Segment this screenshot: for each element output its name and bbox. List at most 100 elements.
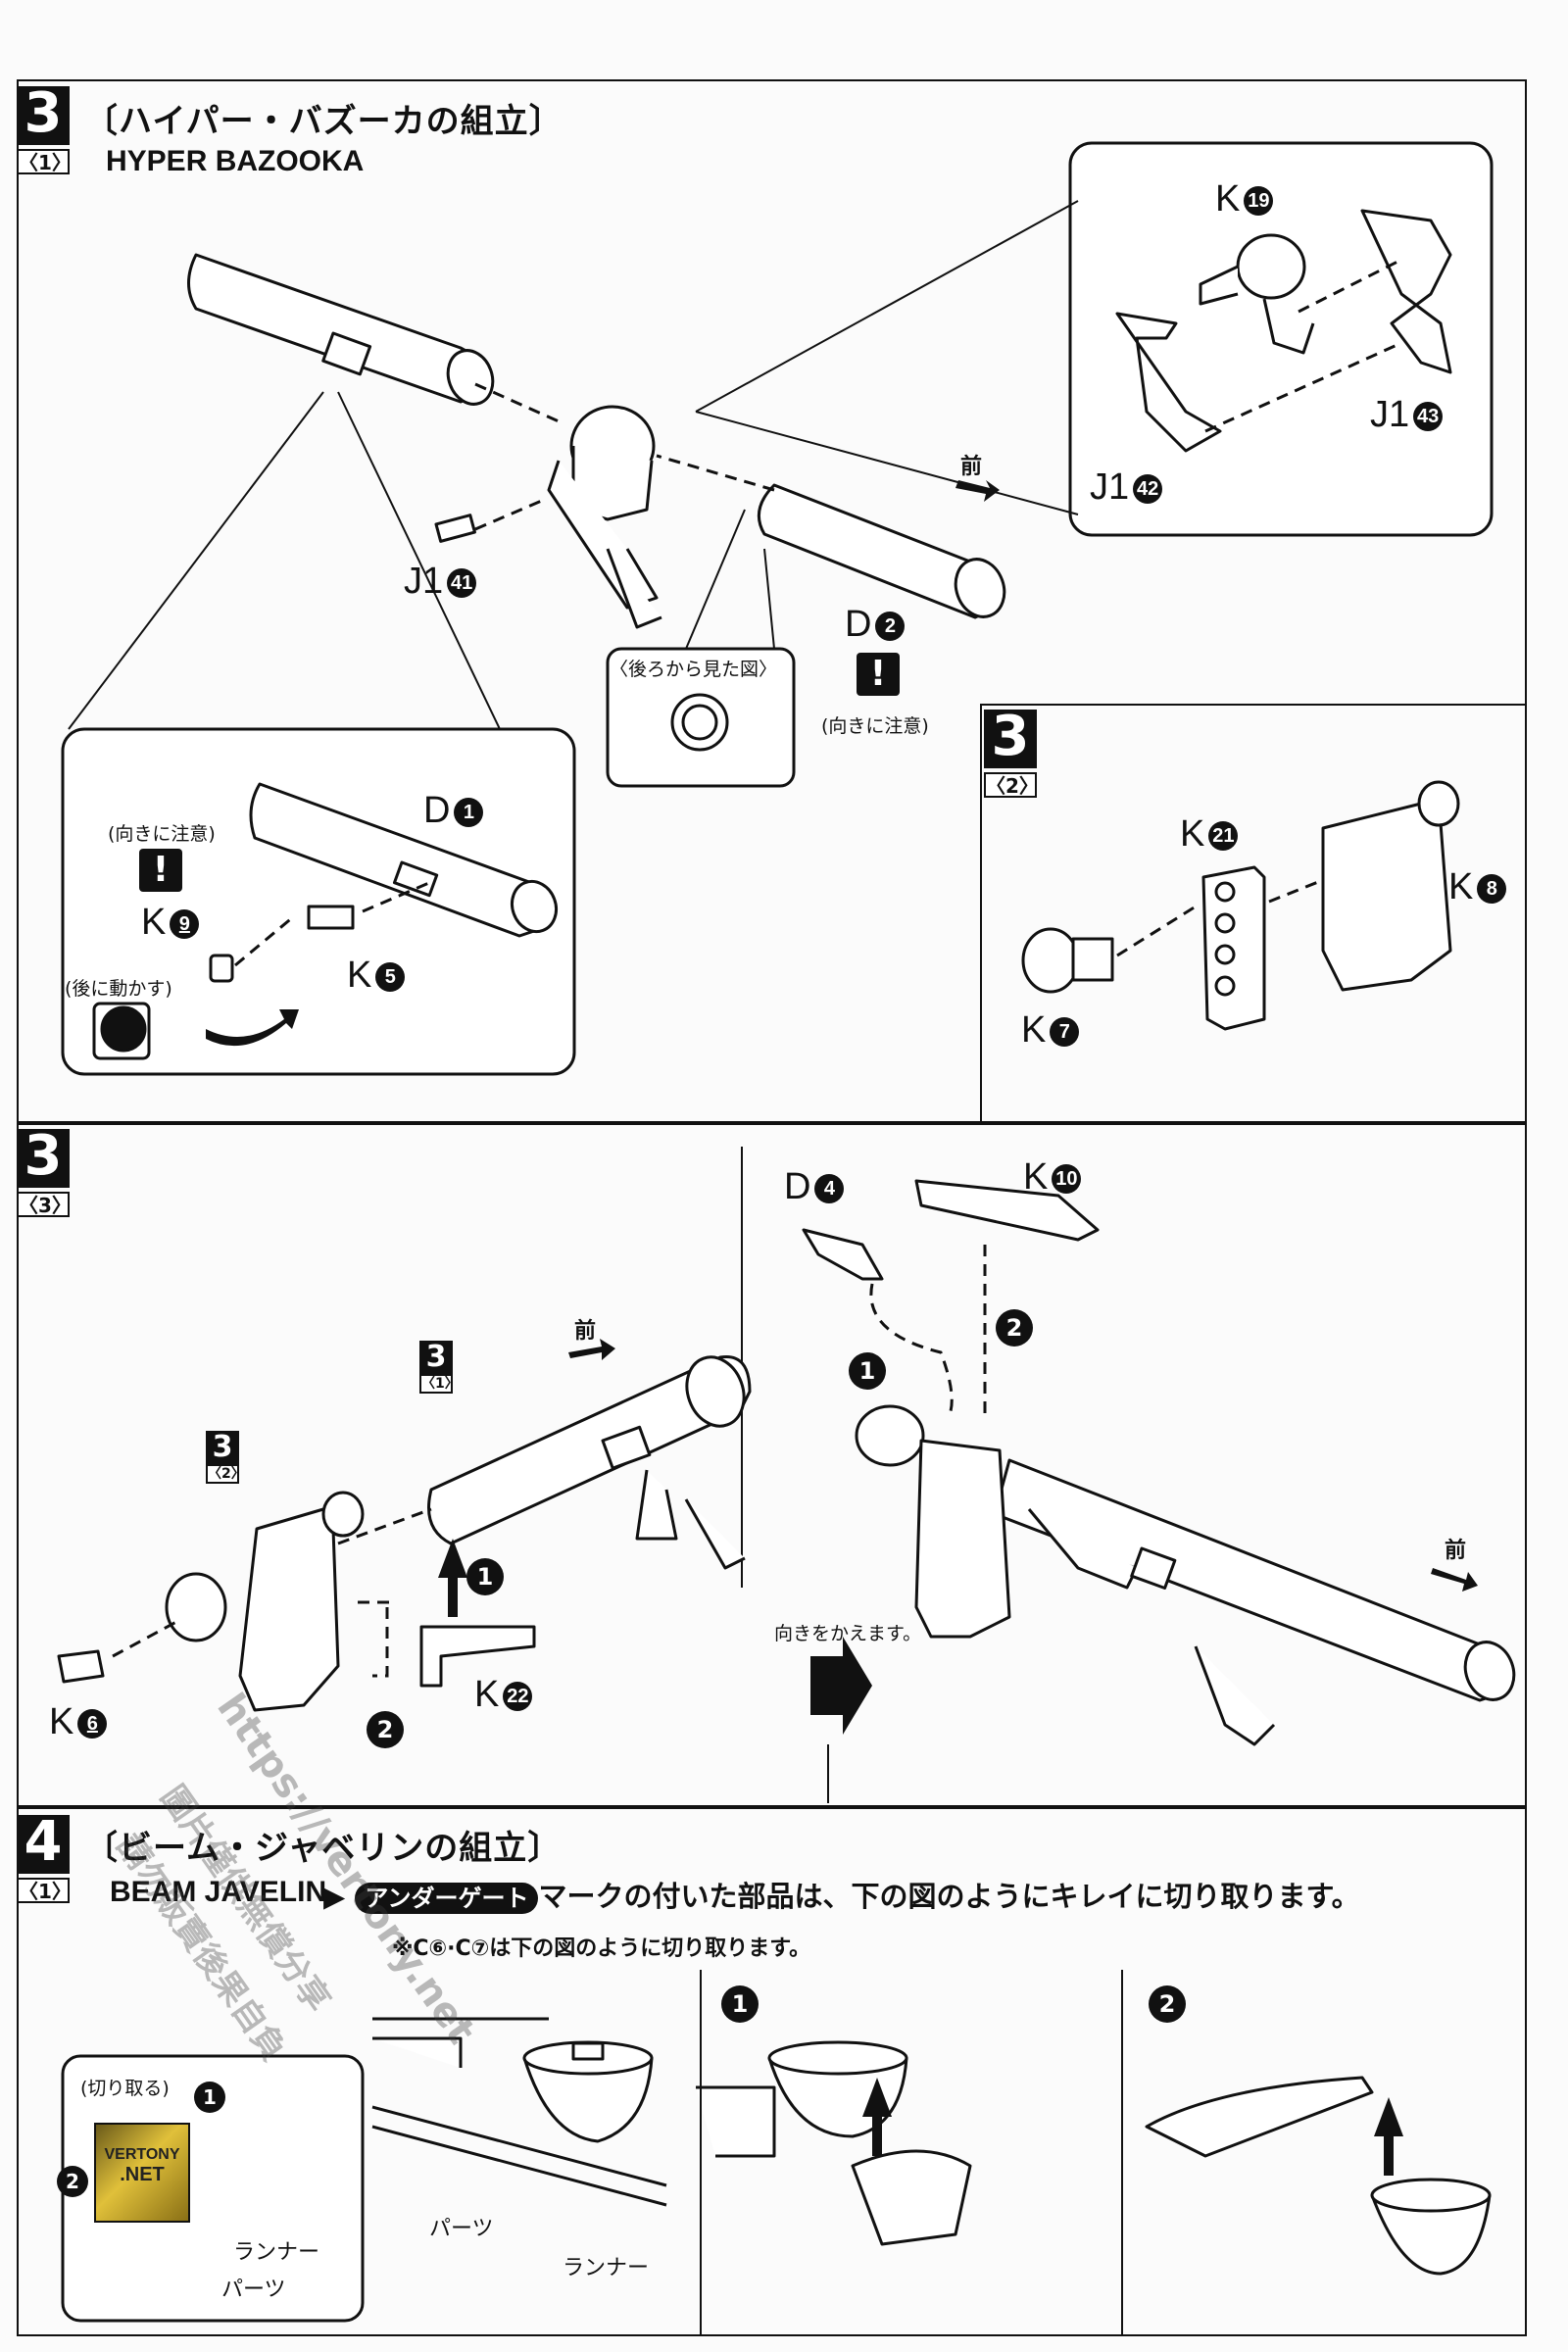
step-title-jp-4: 〔ビーム・ジャベリンの組立〕 [84, 1829, 563, 1868]
order-2-left: 2 [367, 1711, 404, 1748]
front-label-3-3a: 前 [574, 1319, 597, 1344]
part-number-badge: 5 [375, 961, 406, 992]
move-back-note: (後に動かす) [65, 978, 172, 1000]
ref-sub: 〈1〉 [419, 1374, 459, 1394]
instruction-body: マークの付いた部品は、下の図のようにキレイに切り取ります。 [538, 1880, 1360, 1913]
step-title-en-4: BEAM JAVELIN [110, 1876, 327, 1908]
step-number-3: 3 [17, 86, 70, 145]
part-letter: K [474, 1674, 500, 1715]
substep-label: 〈1〉 [17, 149, 72, 174]
ref-sub: 〈2〉 [206, 1464, 245, 1484]
order-2-right: 2 [996, 1309, 1033, 1347]
front-label: 前 [960, 455, 983, 479]
part-letter: J1 [1090, 466, 1130, 508]
part-number-badge: 1 [454, 797, 484, 827]
substep-label-3-2: 〈2〉 [984, 772, 1039, 798]
substep-label-3-3: 〈3〉 [17, 1192, 72, 1217]
part-letter: K [1180, 813, 1205, 855]
warning-icon-k9: ! [139, 849, 182, 892]
parts-label-a: パーツ [221, 2278, 286, 2302]
under-gate-tag: アンダーゲート [355, 1883, 539, 1914]
cut-label: (切り取る) [80, 2078, 170, 2099]
sub-instruction: ※C⑥·C⑦は下の図のように切り取ります。 [392, 1936, 811, 1961]
part-letter: K [49, 1701, 74, 1742]
runner-label-b: ランナー [563, 2256, 650, 2280]
step-title-en: HYPER BAZOOKA [106, 145, 365, 177]
part-letter: K [1215, 178, 1241, 220]
runner-label-a: ランナー [233, 2240, 320, 2265]
part-letter: D [845, 604, 872, 645]
part-number-badge: 19 [1244, 185, 1274, 216]
instruction-text: ▶ アンダーゲートマークの付いた部品は、下の図のようにキレイに切り取ります。 [323, 1874, 1360, 1915]
part-number-badge: 10 [1052, 1163, 1082, 1194]
step-title-jp: 〔ハイパー・バズーカの組立〕 [84, 102, 564, 141]
section-frame-3-2 [980, 704, 1527, 1123]
part-letter: D [784, 1166, 811, 1207]
logo-line2: .NET [120, 2164, 165, 2185]
part-letter: D [423, 790, 451, 831]
section-frame-3-1 [17, 79, 1527, 1123]
warning-icon: ! [857, 653, 900, 696]
part-number-badge: 6 [77, 1708, 108, 1739]
orientation-note-k9: (向きに注意) [108, 823, 216, 845]
vertony-logo: VERTONY .NET [94, 2123, 190, 2223]
order-1-right: 1 [849, 1352, 886, 1390]
parts-label-b: パーツ [429, 2217, 494, 2241]
cut-step-2: 2 [1149, 1985, 1186, 2023]
part-number-badge: 7 [1050, 1016, 1080, 1047]
front-label-3-3b: 前 [1445, 1539, 1467, 1563]
instruction-prefix: ▶ [323, 1880, 346, 1913]
section-frame-3-3 [17, 1123, 1527, 1807]
step-number-3-3: 3 [17, 1129, 70, 1188]
part-number-badge: 43 [1413, 401, 1444, 431]
part-letter: J1 [1370, 394, 1410, 435]
ref-number: 3 [206, 1431, 239, 1464]
part-number-badge: 22 [503, 1681, 533, 1711]
part-letter: K [1448, 866, 1474, 907]
order-1-left: 1 [466, 1558, 504, 1595]
part-letter: K [1021, 1009, 1047, 1051]
orientation-note: (向きに注意) [821, 715, 929, 737]
reference-3-2: 3 〈2〉 [206, 1431, 245, 1484]
cut-step-2-small: 2 [57, 2166, 88, 2197]
part-letter: J1 [404, 561, 444, 602]
part-number-badge: 2 [875, 611, 906, 641]
ref-number: 3 [419, 1341, 453, 1374]
reference-3-1: 3 〈1〉 [419, 1341, 459, 1394]
logo-line1: VERTONY [104, 2146, 180, 2163]
cut-step-1-small: 1 [194, 2082, 225, 2113]
part-number-badge: 41 [447, 567, 477, 598]
section-frame-4-1 [17, 1807, 1527, 2336]
part-letter: K [347, 955, 372, 996]
part-letter: K [141, 902, 167, 943]
part-number-badge: 42 [1133, 473, 1163, 504]
substep-label-4: 〈1〉 [17, 1878, 72, 1903]
cut-step-1: 1 [721, 1985, 759, 2023]
part-number-badge: 9 [170, 908, 200, 939]
part-number-badge: 4 [814, 1173, 845, 1203]
turn-around-label: 向きをかえます。 [774, 1623, 922, 1644]
part-number-badge: 21 [1208, 820, 1239, 851]
step-number-3-2: 3 [984, 710, 1037, 768]
part-number-badge: 8 [1477, 873, 1507, 904]
part-letter: K [1023, 1156, 1049, 1198]
rear-view-label: 〈後ろから見た図〉 [610, 659, 778, 680]
step-number-4: 4 [17, 1815, 70, 1874]
